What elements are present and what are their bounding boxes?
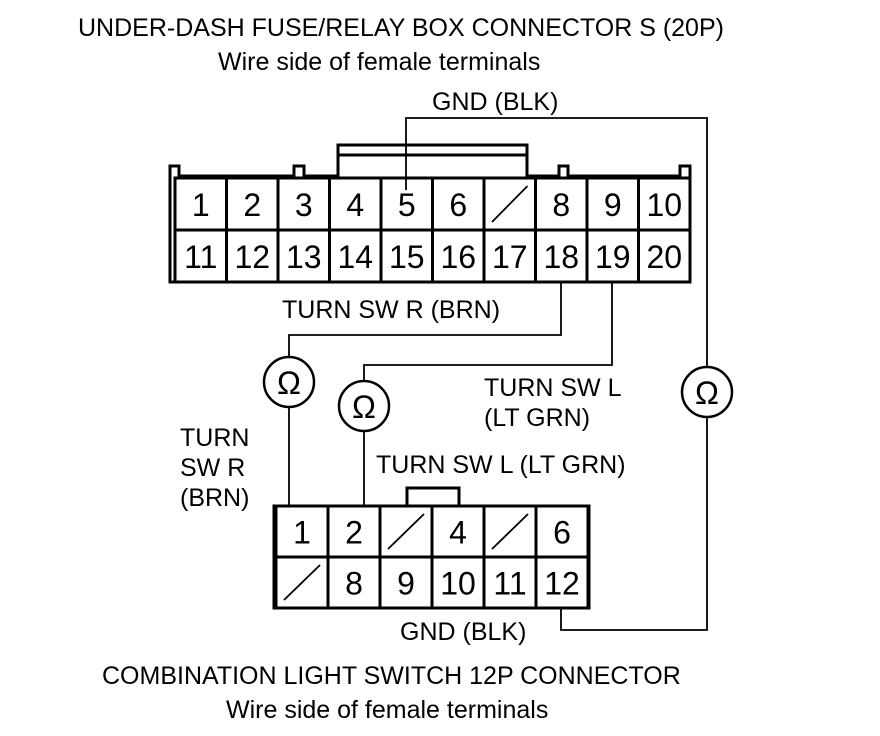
turn-sw-r-left-label-3: (BRN)	[180, 484, 249, 512]
top-connector-subtitle: Wire side of female terminals	[218, 48, 540, 76]
terminal-number: 14	[337, 239, 373, 275]
terminal-number: 13	[286, 239, 322, 275]
empty-terminal-slash	[491, 513, 529, 550]
gnd-top-label: GND (BLK)	[432, 88, 558, 116]
wire-turn-sw-l-top	[363, 282, 613, 382]
terminal-number: 16	[440, 239, 476, 275]
terminal-number: 9	[604, 187, 622, 223]
terminal-number: 9	[397, 566, 415, 602]
ohmmeter-left: Ω	[262, 355, 316, 409]
gnd-bottom-label: GND (BLK)	[400, 618, 526, 646]
top-connector-title: UNDER-DASH FUSE/RELAY BOX CONNECTOR S (2…	[78, 14, 724, 42]
ohm-symbol-middle: Ω	[352, 389, 376, 425]
terminal-number: 4	[346, 187, 364, 223]
ohm-symbol-right: Ω	[695, 375, 719, 411]
ohm-symbol-left: Ω	[277, 365, 301, 401]
terminal-number: 12	[544, 566, 580, 602]
terminal-number: 1	[293, 515, 311, 551]
terminal-number: 2	[243, 187, 261, 223]
empty-terminal-slash	[387, 513, 425, 550]
terminal-number: 12	[234, 239, 270, 275]
wire-gnd-top	[405, 117, 708, 368]
terminal-number: 11	[493, 566, 526, 602]
terminal-number: 18	[543, 239, 579, 275]
terminal-number: 2	[345, 515, 363, 551]
terminal-number: 10	[440, 566, 476, 602]
terminal-number: 4	[449, 515, 467, 551]
ohmmeter-middle: Ω	[337, 379, 391, 433]
empty-terminal-slash	[283, 564, 321, 601]
turn-sw-r-left-label-2: SW R	[180, 454, 245, 482]
terminal-number: 6	[449, 187, 467, 223]
turn-sw-l-bottom-label: TURN SW L (LT GRN)	[376, 451, 626, 479]
turn-sw-l-mid-label-1: TURN SW L	[484, 374, 622, 402]
terminal-number: 1	[192, 187, 210, 223]
bottom-connector-title: COMBINATION LIGHT SWITCH 12P CONNECTOR	[102, 662, 681, 690]
turn-sw-l-mid-label-2: (LT GRN)	[484, 404, 590, 432]
terminal-number: 10	[646, 187, 682, 223]
terminal-number: 17	[492, 239, 528, 275]
empty-terminal-slash	[491, 185, 529, 223]
terminal-number: 8	[345, 566, 363, 602]
terminal-number: 20	[646, 239, 682, 275]
terminal-number: 15	[389, 239, 425, 275]
terminal-cavity	[534, 555, 590, 610]
turn-sw-r-top-label: TURN SW R (BRN)	[282, 296, 500, 324]
terminal-number: 6	[553, 515, 571, 551]
terminal-number: 11	[184, 239, 217, 275]
wire-gnd-bottom	[560, 418, 708, 631]
wire-turn-sw-r-top	[288, 282, 562, 358]
terminal-cavity	[637, 228, 692, 284]
bottom-connector-subtitle: Wire side of female terminals	[226, 696, 548, 724]
terminal-number: 5	[398, 187, 416, 223]
turn-sw-r-left-label-1: TURN	[180, 424, 249, 452]
ohmmeter-right: Ω	[680, 365, 734, 419]
terminal-number: 8	[552, 187, 570, 223]
terminal-number: 19	[595, 239, 631, 275]
terminal-number: 3	[295, 187, 313, 223]
